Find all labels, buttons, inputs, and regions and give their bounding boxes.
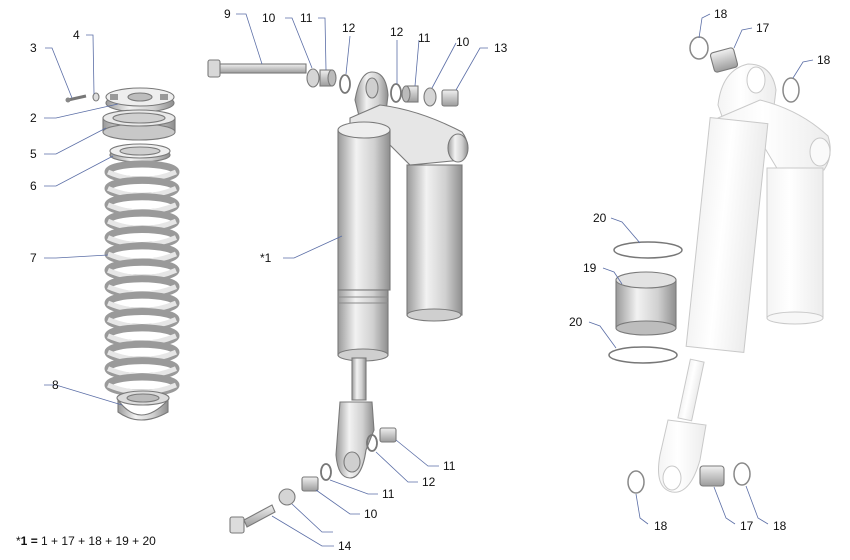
seal-part-12-lower-b <box>320 463 332 481</box>
callout-12-right: 12 <box>390 25 404 39</box>
spacer-part-6 <box>109 143 171 163</box>
callout-14: 14 <box>338 539 352 553</box>
bushing-part-11-lower-b <box>301 476 319 492</box>
bushing-part-17-bottom <box>699 465 725 487</box>
callout-10-right: 10 <box>456 35 470 49</box>
damper-lower-body <box>337 289 389 356</box>
callout-11-lower-a: 11 <box>443 459 456 473</box>
seal-part-18-bottom-right <box>733 462 751 486</box>
retainer-part-2 <box>105 87 175 113</box>
callout-18-bottom-right: 18 <box>773 519 787 533</box>
washer-part-10-lower <box>278 488 296 506</box>
callout-11-lower-b: 11 <box>382 487 395 501</box>
seal-part-18-top-left <box>689 36 709 60</box>
callout-7: 7 <box>30 251 37 265</box>
callout-labels: 3 4 2 5 6 7 8 9 10 11 12 12 11 10 13 *1 … <box>30 7 831 553</box>
sleeve-part-19 <box>615 271 677 336</box>
callout-12-top: 12 <box>342 21 356 35</box>
callout-9: 9 <box>224 7 231 21</box>
reservoir-canister <box>406 164 463 316</box>
seal-part-12-right <box>390 83 402 103</box>
callout-10-lower: 10 <box>364 507 378 521</box>
callout-17-top: 17 <box>756 21 770 35</box>
shock-absorber-assembly <box>207 59 469 534</box>
callout-12-lower: 12 <box>422 475 436 489</box>
ring-part-20-top <box>613 241 683 259</box>
callout-18-bottom-left: 18 <box>654 519 668 533</box>
legend-key: 1 <box>20 534 28 548</box>
piston-shaft <box>351 357 367 401</box>
callout-19: 19 <box>583 261 597 275</box>
callout-11-top: 11 <box>300 11 313 25</box>
callout-11-right: 11 <box>418 31 431 45</box>
bushing-part-11-lower-a <box>379 427 397 443</box>
seal-part-12-top <box>339 74 351 94</box>
seal-part-12-lower-a <box>366 434 378 452</box>
spring-seat-part-8 <box>116 390 170 421</box>
callout-20-top: 20 <box>593 211 607 225</box>
callout-5: 5 <box>30 147 37 161</box>
bolt-part-14 <box>229 504 276 534</box>
leader-lines <box>44 13 814 547</box>
callout-20-bottom: 20 <box>569 315 583 329</box>
bushing-part-11-top <box>319 69 337 87</box>
callout-18-top-left: 18 <box>714 7 728 21</box>
shock-ghost-view <box>608 36 831 494</box>
seal-part-18-top-right <box>782 77 800 103</box>
washer-part-4 <box>92 92 100 102</box>
callout-6: 6 <box>30 179 37 193</box>
main-damper-body <box>337 129 391 291</box>
callout-17-bottom: 17 <box>740 519 754 533</box>
bushing-part-11-right <box>401 85 419 103</box>
coil-spring-part-7 <box>104 160 180 397</box>
callout-3: 3 <box>30 41 37 55</box>
callout-13: 13 <box>494 41 508 55</box>
seal-part-18-bottom-left <box>627 470 645 494</box>
washer-part-10-right <box>423 87 437 107</box>
spring-assembly <box>65 87 180 421</box>
legend-equals: = <box>27 534 42 548</box>
collar-part-5 <box>102 109 176 141</box>
assembly-legend: *1 = 1 + 17 + 18 + 19 + 20 <box>16 534 156 548</box>
callout-18-top-right: 18 <box>817 53 831 67</box>
callout-1: *1 <box>260 251 272 265</box>
callout-4: 4 <box>73 28 80 42</box>
screw-part-3 <box>65 94 87 103</box>
legend-asterisk: * <box>16 534 21 548</box>
nut-part-13 <box>441 89 459 107</box>
callout-8: 8 <box>52 378 59 392</box>
washer-part-10-top <box>306 68 320 88</box>
bushing-part-17-top <box>709 47 739 73</box>
legend-expression: 1 + 17 + 18 + 19 + 20 <box>41 534 156 548</box>
ring-part-20-bottom <box>608 346 678 364</box>
bolt-part-9 <box>207 59 307 78</box>
callout-10-top: 10 <box>262 11 276 25</box>
callout-2: 2 <box>30 111 37 125</box>
